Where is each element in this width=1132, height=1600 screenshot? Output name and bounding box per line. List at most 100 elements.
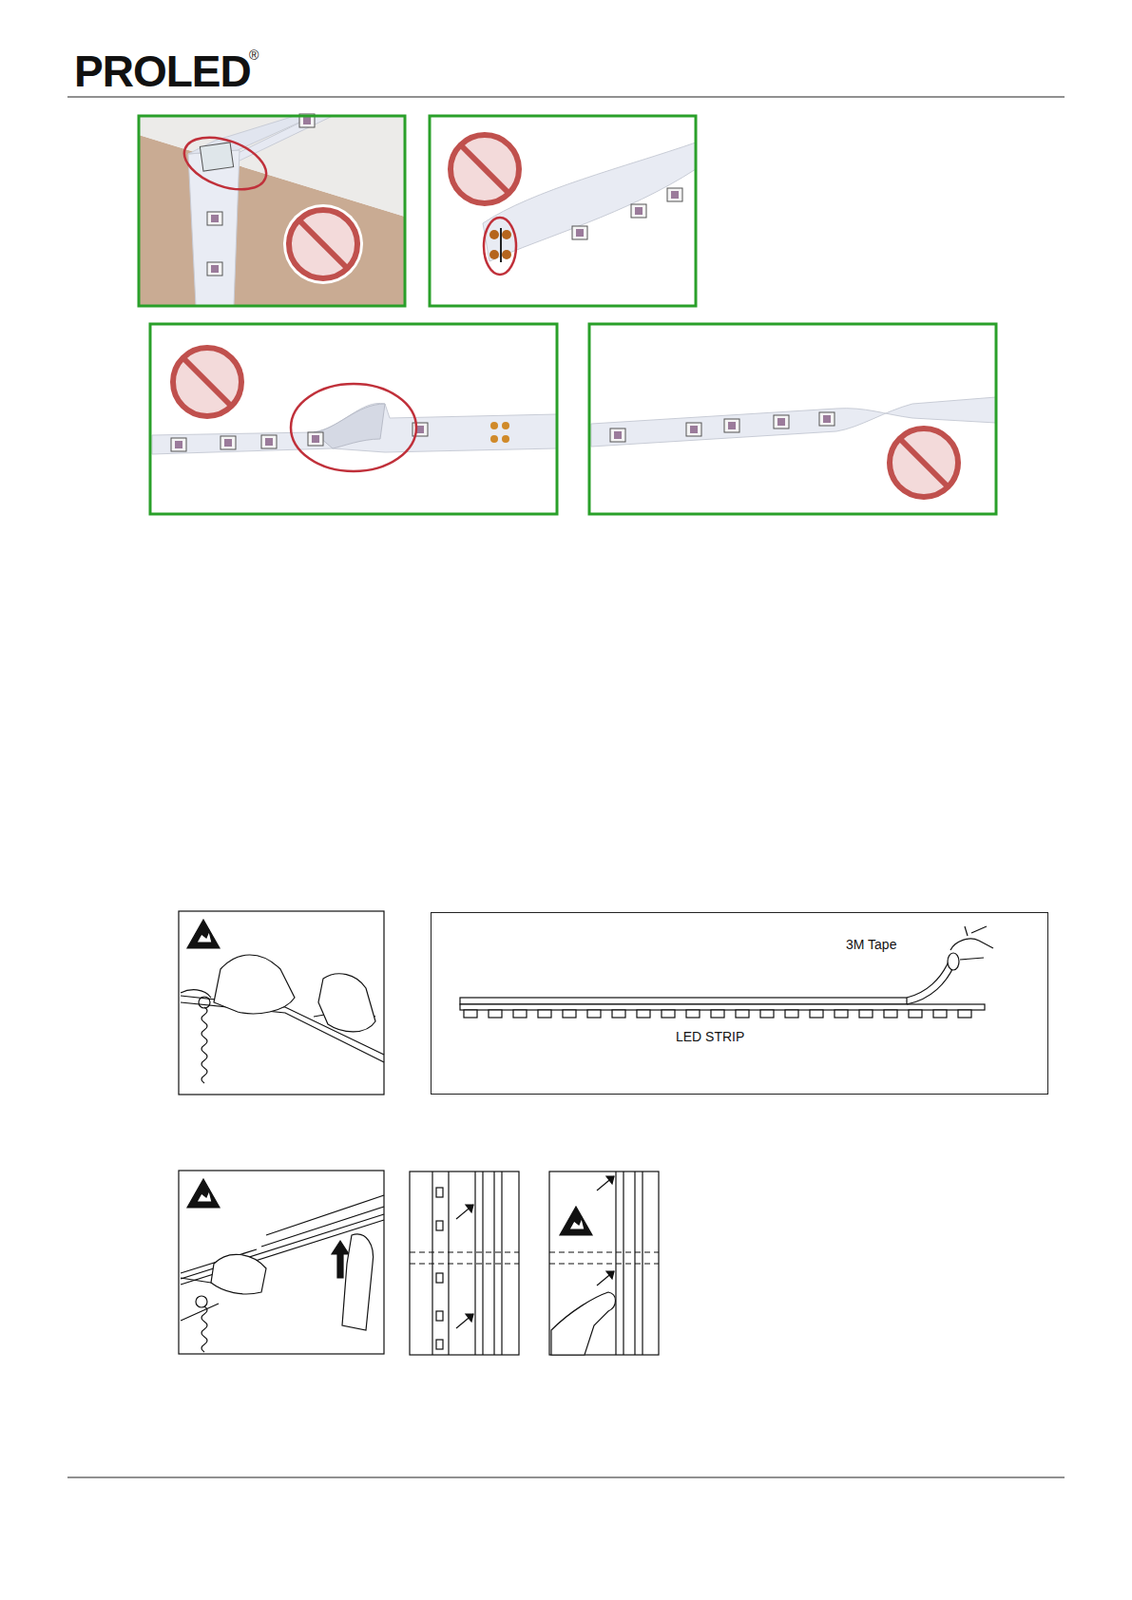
led-chip <box>735 1010 749 1018</box>
photo-pads-soldered <box>501 230 512 240</box>
profile-finger-figure <box>551 1292 616 1356</box>
photo-strip-folded <box>290 383 417 472</box>
led-chip <box>958 1010 972 1018</box>
led-chip <box>908 1010 922 1018</box>
profile-finger-figure <box>606 1271 614 1280</box>
photo-strip-over-edge <box>177 127 274 200</box>
photo-strip-over-edge <box>207 262 223 276</box>
profile-detail-figure <box>500 1171 502 1356</box>
led-chip <box>463 1010 478 1018</box>
profile-detail-figure <box>456 1314 474 1329</box>
profile-finger-figure <box>596 1176 614 1191</box>
profile-detail-figure <box>436 1221 443 1231</box>
photo-strip-over-edge <box>199 142 233 172</box>
press-profile-figure <box>180 1278 219 1322</box>
photo-strip-over-edge <box>207 211 223 226</box>
led-chip <box>785 1010 799 1018</box>
tape-strip-figure <box>906 961 949 998</box>
photo-pads-soldered <box>489 249 499 260</box>
profile-detail-figure <box>409 1251 519 1253</box>
peel-tape-figure <box>178 911 384 1095</box>
press-profile-figure <box>266 1195 384 1236</box>
led-chip <box>859 1010 873 1018</box>
profile-detail-figure <box>436 1311 443 1322</box>
profile-detail-figure <box>436 1340 443 1350</box>
photo-strip-folded <box>261 435 277 449</box>
tape-strip-figure <box>950 926 994 960</box>
profile-finger-figure <box>559 1207 593 1236</box>
press-profile-figure <box>201 1306 208 1353</box>
peel-tape-figure <box>198 997 211 1009</box>
led-chip <box>612 1010 626 1018</box>
profile-finger-figure <box>549 1263 659 1265</box>
profile-finger-figure <box>641 1171 643 1356</box>
peel-tape-figure <box>178 911 384 1095</box>
photo-strip-folded <box>167 342 248 423</box>
led-chip <box>710 1010 725 1018</box>
photo-strip-twisted <box>773 415 789 429</box>
photo-pads-soldered <box>501 249 512 260</box>
photo-pads-soldered <box>572 226 588 240</box>
profile-detail-figure <box>436 1273 443 1284</box>
header-rule <box>67 96 1065 98</box>
photo-strip-folded <box>501 422 510 430</box>
registered-mark: ® <box>249 47 259 63</box>
press-profile-figure <box>211 1254 267 1295</box>
led-chip <box>488 1010 502 1018</box>
photo-strip-twisted <box>819 412 835 426</box>
photo-strip-folded <box>150 324 557 515</box>
photo-strip-folded <box>220 436 236 450</box>
peel-tape-figure <box>318 974 376 1033</box>
photo-strip-folded <box>490 422 499 430</box>
led-chip <box>933 1010 947 1018</box>
photo-pads-soldered <box>429 115 696 307</box>
led-chip <box>760 1010 774 1018</box>
profile-finger-figure <box>606 1176 614 1185</box>
profile-finger-figure <box>549 1171 659 1356</box>
photo-pads-soldered <box>429 115 696 307</box>
led-chip <box>686 1010 700 1018</box>
profile-detail-figure <box>493 1171 495 1356</box>
press-profile-figure <box>178 1170 384 1355</box>
peel-tape-figure <box>180 990 212 998</box>
photo-strip-twisted <box>589 324 997 515</box>
part-label: LED STRIP <box>675 1030 745 1045</box>
photo-strip-twisted <box>589 324 997 515</box>
press-profile-figure <box>187 1179 220 1209</box>
photo-pads-soldered <box>489 230 499 240</box>
press-profile-figure <box>342 1234 374 1331</box>
tape-strip-figure <box>460 997 907 1005</box>
tape-strip-figure <box>947 953 960 971</box>
photo-strip-over-edge <box>138 115 405 217</box>
footer-rule <box>67 1477 1065 1479</box>
led-chip <box>636 1010 651 1018</box>
led-chip <box>513 1010 527 1018</box>
photo-strip-over-edge <box>283 204 364 285</box>
tape-strip-figure <box>460 926 994 1018</box>
led-chip <box>562 1010 576 1018</box>
photo-pads-soldered <box>483 217 517 275</box>
photo-pads-soldered <box>667 188 683 202</box>
tape-strip-figure <box>460 1004 985 1011</box>
photo-strip-folded <box>150 324 557 515</box>
photo-strip-twisted <box>589 324 997 515</box>
photo-strip-folded <box>171 438 187 452</box>
profile-finger-figure <box>596 1271 614 1286</box>
brand-logo: PROLED <box>74 45 251 97</box>
photo-strip-twisted <box>724 419 740 433</box>
photo-strip-twisted <box>686 422 702 437</box>
press-profile-figure <box>178 1170 384 1355</box>
photo-strip-folded <box>313 403 385 449</box>
profile-detail-figure <box>409 1263 519 1265</box>
profile-detail-figure <box>474 1171 476 1356</box>
profile-detail-figure <box>481 1171 483 1356</box>
photo-pads-soldered <box>631 204 647 218</box>
photo-pads-soldered <box>429 115 696 307</box>
peel-tape-figure <box>187 920 220 949</box>
profile-detail-figure <box>436 1188 443 1198</box>
profile-detail-figure <box>409 1171 519 1356</box>
led-chip <box>661 1010 675 1018</box>
photo-strip-folded <box>307 432 324 446</box>
profile-detail-figure <box>456 1205 474 1220</box>
led-chip <box>587 1010 601 1018</box>
